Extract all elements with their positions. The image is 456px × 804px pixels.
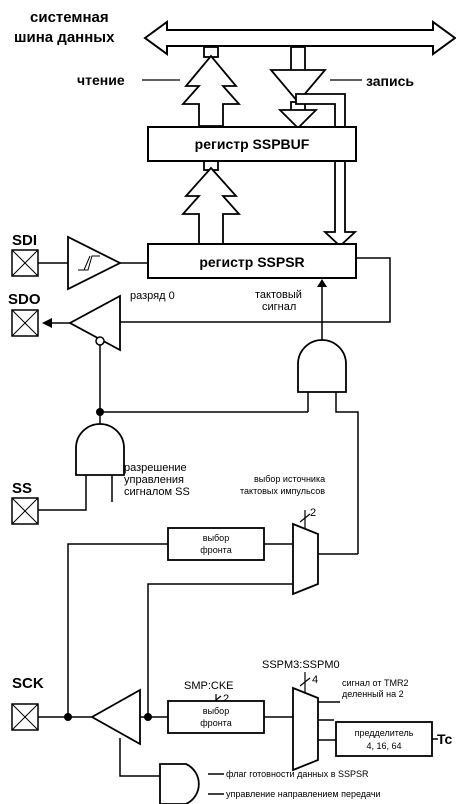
prescaler-block [335,721,433,757]
ss-pin-label: SS [12,480,32,497]
flag-label: флаг готовности данных в SSPSR [226,769,369,779]
ss-and-gate [75,423,125,476]
clock-and-gate [297,339,347,393]
sspsr-label: регистр SSPSR [199,254,304,270]
system-bus-arrow [143,20,456,56]
sdo-tristate-buffer [68,294,121,352]
sspbuf-label: регистр SSPBUF [195,136,310,152]
bottom-and-gate [159,763,200,804]
edge1-line1: выбор [203,533,229,543]
sdo-pin [11,309,39,337]
smp-cke-label: SMP:CKE [184,680,234,692]
sck-pin-label: SCK [12,675,44,692]
sdi-pin [11,249,39,277]
write-label: запись [366,73,414,89]
sdo-pin-label: SDO [8,291,41,308]
sck-pin [11,703,39,731]
prescaler-line1: предделитель [355,728,414,738]
edge-select-block-2 [167,700,265,734]
sdi-schmitt-buffer [67,235,123,291]
ss-enable-label-2: управления [124,474,184,486]
clock-label-1: тактовый [255,289,302,301]
read-label: чтение [77,72,125,88]
ss-pin [11,497,39,525]
bus-label-line1: системная [30,9,109,26]
ss-enable-label-3: сигналом SS [124,486,190,498]
edge1-line2: фронта [200,545,231,555]
edge2-line1: выбор [203,706,229,716]
sdi-pin-label: SDI [12,232,37,249]
direction-label: управление направлением передачи [226,789,381,799]
sspbuf-register [147,126,357,162]
edge-select-block-1 [167,527,265,561]
bit0-label: разряд 0 [130,290,175,302]
tmr2-label-2: деленный на 2 [342,689,404,699]
clock-label-2: сигнал [262,301,296,313]
clock-source-mux [292,522,319,596]
mux1-width: 2 [310,507,316,519]
write-arrow [269,46,327,130]
sspsr-register [147,243,357,279]
clksrc-label-1: выбор источника [254,474,325,484]
clock-mode-mux [292,686,319,772]
ss-enable-label-1: разрешение [124,462,187,474]
read-arrow-upper [180,46,242,127]
edge2-line2: фронта [200,718,231,728]
smp-width: 2 [223,693,229,705]
clksrc-label-2: тактовых импульсов [240,486,325,496]
sspm-label: SSPM3:SSPM0 [262,659,340,671]
sck-buffer [90,688,141,746]
prescaler-line2: 4, 16, 64 [366,741,401,751]
tc-label: Tc [437,731,453,747]
bus-label-line2: шина данных [14,29,115,46]
read-arrow-lower [180,159,242,245]
tmr2-label-1: сигнал от TMR2 [342,678,408,688]
mux2-width: 4 [312,674,318,686]
